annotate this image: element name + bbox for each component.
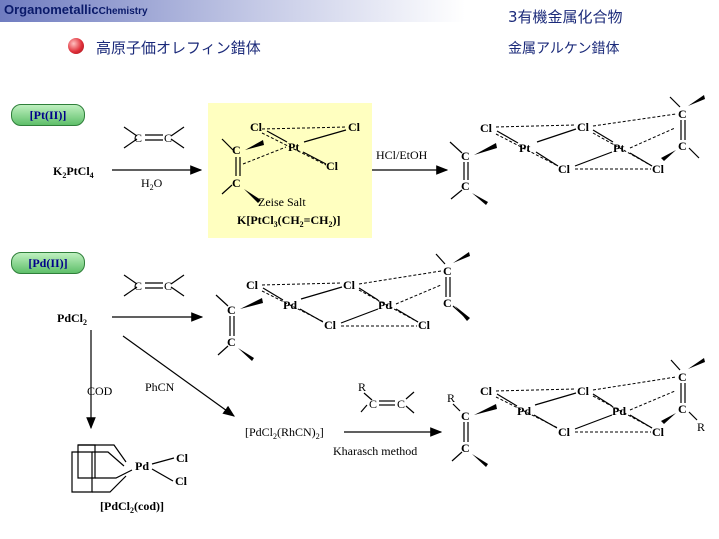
atom-c: C [461,409,470,423]
zeise-salt-highlight [208,103,372,238]
atom-c: C [397,397,405,411]
kharasch-label: Kharasch method [333,444,417,458]
atom-c: C [443,264,452,278]
atom-c: C [232,143,241,157]
atom-c: C [369,397,377,411]
atom-c: C [678,107,687,121]
atom-c: C [134,131,142,145]
pdcl2-cod-structure: Pd Cl Cl [71,444,189,493]
atom-c: C [678,139,687,153]
bullet-icon [68,38,84,54]
pdcl2-label: PdCl2 [57,311,87,327]
atom-c: C [164,279,172,293]
alkene-reagent-r: R C C [358,380,415,414]
atom-cl: Cl [418,318,431,332]
atom-c: C [443,296,452,310]
atom-cl: Cl [577,120,590,134]
atom-cl: Cl [652,425,665,439]
atom-pd: Pd [378,298,392,312]
arrow-phcn [122,335,235,417]
phcn-label: PhCN [145,380,175,394]
ethylene-reagent-pd: C C [123,274,185,297]
atom-cl: Cl [480,121,493,135]
atom-cl: Cl [326,159,339,173]
ethylene-reagent-pt: C C [123,126,185,149]
atom-c: C [227,335,236,349]
brand-title: OrganometallicChemistry [4,2,148,17]
atom-c: C [461,441,470,455]
cod-label: COD [87,384,113,398]
atom-cl: Cl [175,474,188,488]
pdcl2-rhcn2-label: [PdCl2(RhCN)2] [245,425,324,441]
atom-c: C [164,131,172,145]
pdcl2-cod-label: [PdCl2(cod)] [100,499,164,515]
zeise-salt-structure: Cl Cl Pt Cl C C [221,120,361,203]
atom-cl: Cl [558,162,571,176]
atom-r: R [697,420,705,434]
atom-c: C [461,149,470,163]
section-heading: 高原子価オレフィン錯体 [96,39,261,57]
pd-dimer-ethylene: C C Cl Pd Cl Cl Pd Cl C C [215,252,470,361]
atom-cl: Cl [480,384,493,398]
atom-c: C [678,402,687,416]
atom-r: R [447,391,455,405]
atom-cl: Cl [558,425,571,439]
zeise-salt-formula: K[PtCl3(CH2=CH2)] [237,213,341,229]
atom-c: C [678,370,687,384]
atom-pt: Pt [519,141,530,155]
atom-c: C [134,279,142,293]
atom-pd: Pd [612,404,626,418]
pd-ii-badge: [Pd(II)] [11,252,85,274]
atom-pt: Pt [288,140,299,154]
atom-cl: Cl [246,278,259,292]
atom-c: C [232,176,241,190]
atom-cl: Cl [324,318,337,332]
atom-cl: Cl [652,162,665,176]
pd-dimer-substituted: R C C Cl Pd Cl Cl Pd Cl C C R [447,358,705,467]
atom-c: C [461,179,470,193]
atom-pt: Pt [613,141,624,155]
pt-ii-badge: [Pt(II)] [11,104,85,126]
slide-subtitle: 金属アルケン錯体 [508,41,620,57]
atom-pd: Pd [135,459,149,473]
water-label: H2O [141,176,163,192]
atom-cl: Cl [348,120,361,134]
k2ptcl4-label: K2PtCl4 [53,164,94,180]
atom-cl: Cl [250,120,263,134]
zeise-salt-name: Zeise Salt [258,195,306,209]
atom-cl: Cl [343,278,356,292]
atom-c: C [227,303,236,317]
hcl-etoh-label: HCl/EtOH [376,148,428,162]
pt-dimer-structure: C C Cl Pt Cl Cl Pt Cl C C [449,95,705,205]
atom-cl: Cl [176,451,189,465]
atom-cl: Cl [577,384,590,398]
slide-title: 3有機金属化合物 [508,8,623,26]
header-bar: OrganometallicChemistry [0,0,465,22]
atom-r: R [358,380,366,394]
